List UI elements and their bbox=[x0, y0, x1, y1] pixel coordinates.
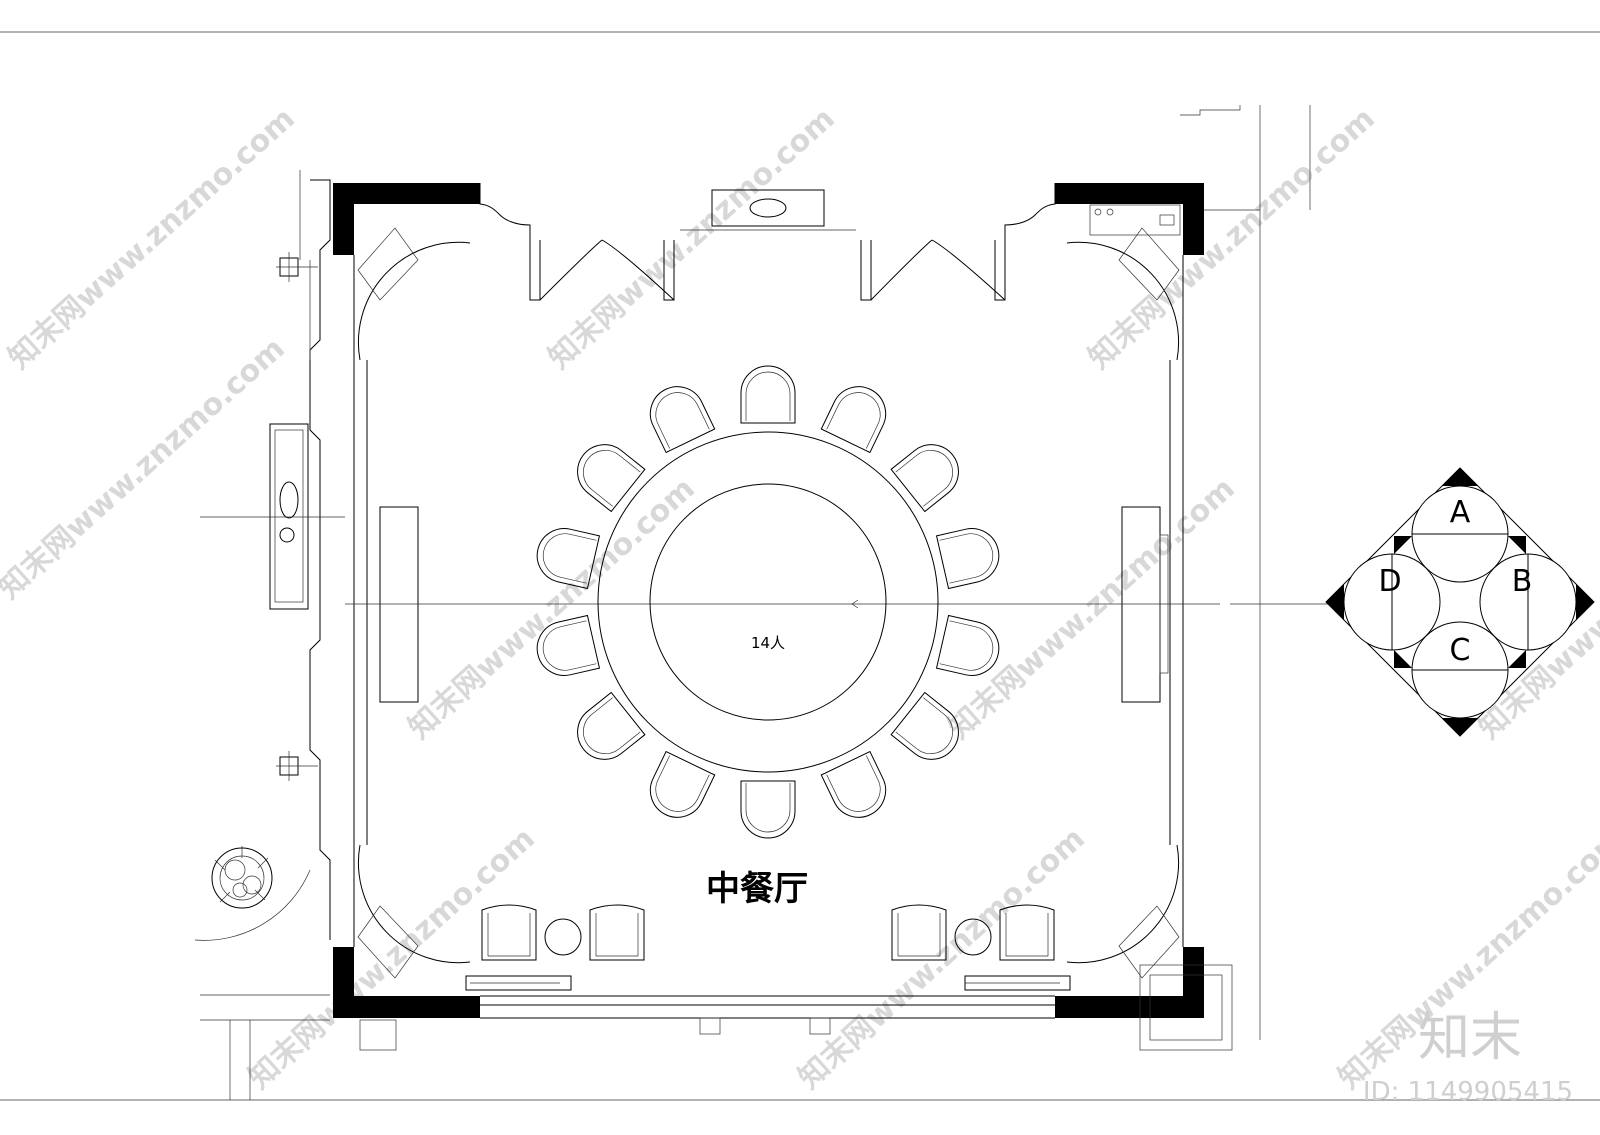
chair bbox=[820, 386, 887, 454]
watermark-text: 知末网www.znzmo.com bbox=[242, 821, 542, 1096]
corner-arcs bbox=[357, 227, 1180, 979]
chair bbox=[935, 614, 1000, 676]
chair bbox=[740, 365, 796, 424]
potted-plant-icon bbox=[211, 846, 273, 909]
chair bbox=[649, 750, 716, 818]
room-walls bbox=[353, 183, 1184, 1035]
dining-table: 14人 bbox=[597, 431, 939, 773]
compass-elevation-marker-icon: A B C D bbox=[1325, 467, 1595, 737]
chair bbox=[740, 780, 796, 839]
room-label: 中餐厅 bbox=[706, 869, 808, 909]
elevation-mark-d: D bbox=[1378, 564, 1401, 599]
watermark-text: 知末网www.znzmo.com bbox=[2, 101, 302, 376]
watermark-logo: 知末 bbox=[1418, 1008, 1522, 1068]
chair bbox=[536, 528, 601, 590]
elevation-mark-b: B bbox=[1512, 564, 1533, 599]
watermark-text: 知末网www.znzmo.com bbox=[792, 821, 1092, 1096]
watermark-text: 知末网www.znzmo.com bbox=[0, 331, 292, 606]
corner-walls bbox=[333, 183, 1204, 1018]
lower-seating bbox=[465, 904, 1071, 991]
sheet-border bbox=[0, 31, 1600, 1101]
watermark-id: ID: 1149905415 bbox=[1363, 1077, 1573, 1107]
watermark-text: 知末网www.znzmo.com bbox=[402, 471, 702, 746]
watermark-text: 知末网www.znzmo.com bbox=[942, 471, 1242, 746]
chair bbox=[536, 614, 601, 676]
watermark-text: 知末网www.znzmo.com bbox=[1082, 101, 1382, 376]
chair bbox=[577, 691, 646, 760]
chair bbox=[820, 750, 887, 818]
chair bbox=[890, 444, 959, 513]
elevation-mark-a: A bbox=[1450, 495, 1471, 530]
chair bbox=[649, 386, 716, 454]
watermark-text: 知末网www.znzmo.com bbox=[542, 101, 842, 376]
chair-ring bbox=[536, 365, 1000, 839]
elevation-mark-c: C bbox=[1450, 633, 1471, 668]
table-capacity-label: 14人 bbox=[751, 634, 785, 652]
chair bbox=[890, 691, 959, 760]
chair bbox=[935, 528, 1000, 590]
chair bbox=[577, 444, 646, 513]
service-area bbox=[1089, 105, 1311, 1040]
left-facade bbox=[194, 170, 345, 1100]
section-line bbox=[345, 599, 1330, 609]
top-doors bbox=[529, 189, 1006, 301]
bottom-right-structure bbox=[359, 964, 1233, 1051]
